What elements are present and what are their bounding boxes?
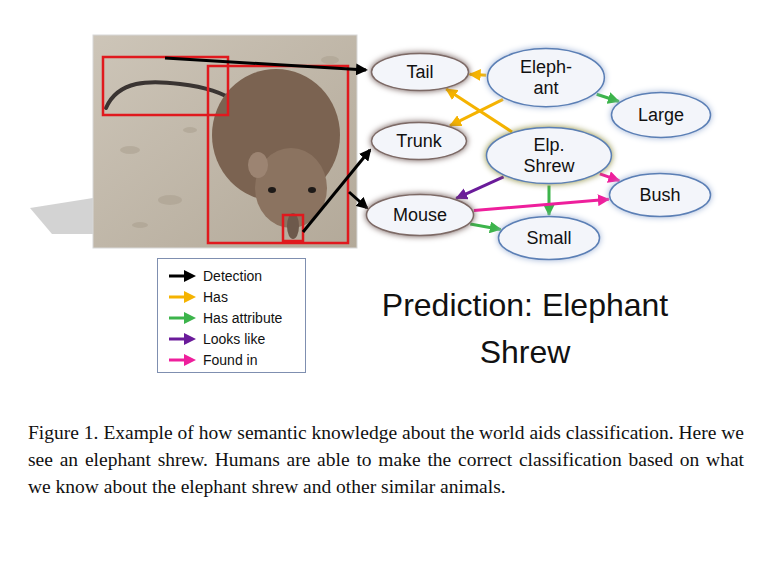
ellipse-shape: [372, 123, 467, 160]
legend-arrow-shaft: [169, 274, 186, 277]
ellipse-shape: [610, 174, 711, 217]
concept-label: Small: [526, 228, 571, 249]
concept-ellipse: Bush: [608, 172, 712, 218]
ellipse-shape: [367, 195, 474, 236]
ellipse-shape: [499, 217, 600, 260]
ellipse-shape: [488, 49, 605, 107]
legend-label: Found in: [203, 352, 257, 368]
relation-arrow: [456, 177, 503, 199]
legend-arrow: [168, 333, 196, 345]
relation-arrow: [600, 174, 619, 181]
legend-row: Found in: [158, 349, 305, 370]
concept-label: Elp. Shrew: [518, 135, 580, 176]
legend-arrow-shaft: [169, 316, 186, 319]
legend-arrow-shaft: [169, 295, 186, 298]
concept-label: Tail: [406, 62, 433, 83]
concept-ellipse: Large: [610, 91, 712, 139]
detection-arrow: [349, 192, 367, 208]
figure-caption: Figure 1. Example of how semantic knowle…: [28, 419, 744, 500]
concept-ellipse: Trunk: [370, 121, 468, 161]
concept-label: Trunk: [396, 131, 441, 152]
legend-box: DetectionHasHas attributeLooks likeFound…: [157, 258, 306, 373]
legend-arrow: [168, 270, 196, 282]
legend-arrow-head: [184, 333, 196, 345]
legend-arrow-head: [184, 291, 196, 303]
legend-row: Has: [158, 286, 305, 307]
legend-arrow-shaft: [169, 358, 186, 361]
concept-label: Large: [638, 105, 684, 126]
ellipse-shape: [487, 128, 612, 184]
concept-ellipse: Tail: [370, 52, 470, 92]
detection-box: [208, 66, 348, 243]
relation-arrow: [547, 186, 550, 216]
detection-box: [283, 215, 303, 241]
detection-arrow: [303, 150, 370, 232]
animal-trunk: [287, 213, 299, 239]
concept-ellipse: Elp. Shrew: [485, 126, 613, 185]
legend-label: Detection: [203, 268, 262, 284]
concept-ellipse: Small: [497, 215, 601, 261]
animal-eye: [308, 187, 316, 193]
legend-row: Has attribute: [158, 307, 305, 328]
animal-ear: [248, 152, 268, 178]
prediction-label: Prediction: Elephant Shrew: [380, 282, 670, 376]
relation-arrow: [470, 224, 501, 229]
concept-label: Bush: [639, 185, 680, 206]
legend-arrow-head: [184, 312, 196, 324]
legend-row: Detection: [158, 265, 305, 286]
ellipse-shape: [612, 93, 711, 138]
relation-arrow: [474, 199, 609, 210]
detection-arrow: [165, 58, 366, 70]
legend-arrow-head: [184, 354, 196, 366]
concept-ellipse: Eleph- ant: [486, 47, 606, 108]
animal-eye: [268, 187, 276, 193]
legend-arrow-shaft: [169, 337, 186, 340]
relation-arrow: [470, 73, 487, 77]
photo-shadow: [30, 198, 93, 234]
relation-arrow: [597, 94, 619, 101]
legend-arrow: [168, 312, 196, 324]
legend-label: Looks like: [203, 331, 265, 347]
ellipse-shape: [372, 54, 469, 91]
legend-label: Has attribute: [203, 310, 282, 326]
legend-row: Looks like: [158, 328, 305, 349]
legend-arrow: [168, 291, 196, 303]
legend-label: Has: [203, 289, 228, 305]
concept-label: Eleph- ant: [515, 57, 577, 98]
concept-label: Mouse: [393, 205, 447, 226]
legend-arrow: [168, 354, 196, 366]
concept-ellipse: Mouse: [365, 193, 475, 237]
legend-arrow-head: [184, 270, 196, 282]
